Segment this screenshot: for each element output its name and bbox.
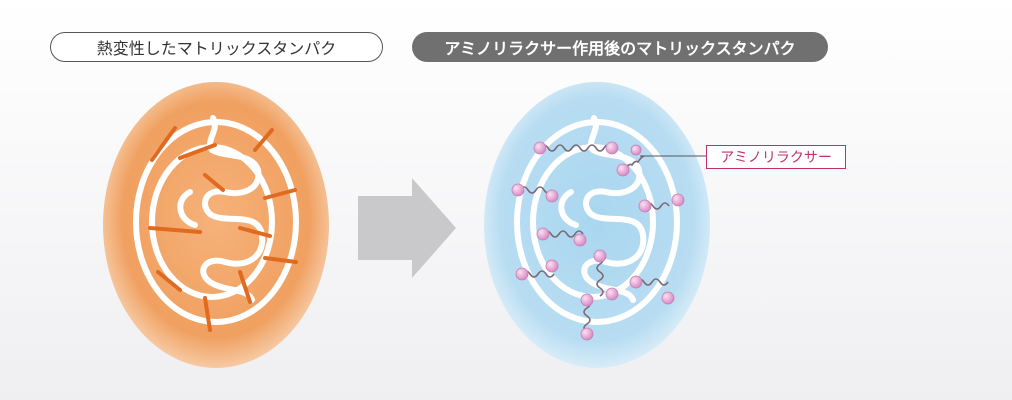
right-arrow-icon — [358, 178, 456, 278]
crosslinks — [148, 126, 298, 332]
after-label: アミノリラクサー作用後のマトリックスタンパク — [412, 32, 828, 62]
amino-relaxer-callout: アミノリラクサー — [706, 145, 846, 169]
before-label: 熱変性したマトリックスタンパク — [50, 32, 383, 62]
molecule-beads — [511, 141, 685, 341]
relaxed-protein-cell — [484, 82, 710, 368]
denatured-protein-cell — [103, 82, 329, 368]
